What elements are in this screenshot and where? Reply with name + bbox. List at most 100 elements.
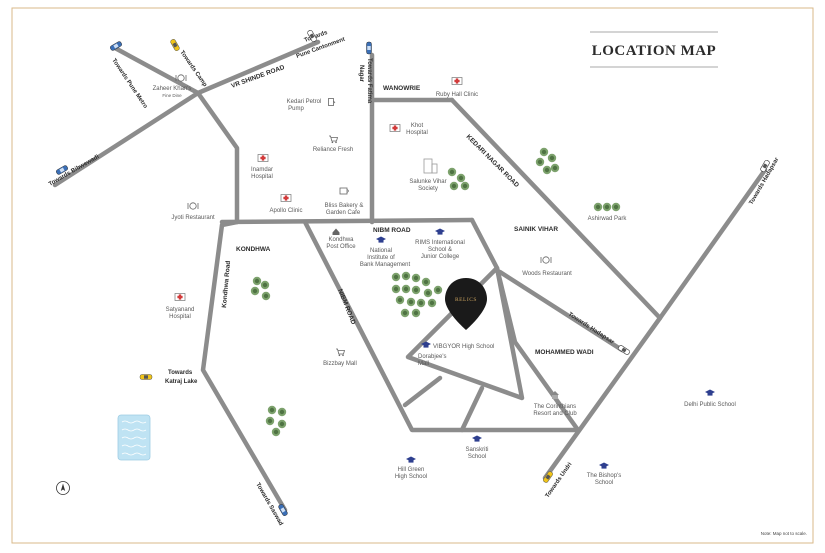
road-inner-1 bbox=[469, 217, 581, 433]
restaurant-icon bbox=[540, 256, 552, 264]
restaurant-icon bbox=[187, 202, 199, 210]
road-label-nibm-top: NIBM ROAD bbox=[373, 227, 411, 234]
school-icon bbox=[705, 389, 715, 396]
place-nibm-inst-2: Institute of bbox=[367, 255, 395, 261]
dir-katraj-1: Towards bbox=[168, 370, 193, 376]
dir-fatima-2: Nagar bbox=[358, 65, 364, 83]
road-nibm-diag bbox=[302, 219, 581, 433]
area-kondhwa: KONDHWA bbox=[236, 246, 271, 253]
road-inner-4 bbox=[459, 385, 485, 433]
place-bliss-2: Garden Cafe bbox=[326, 210, 361, 216]
place-salunke-1: Salunke Vihar bbox=[409, 179, 446, 185]
place-corinthians-2: Resort and Club bbox=[533, 411, 577, 417]
school-icon bbox=[435, 228, 445, 235]
place-ruby-hall: Ruby Hall Clinic bbox=[436, 92, 478, 98]
building-icon bbox=[423, 158, 438, 174]
place-bizzbay: Bizzbay Mall bbox=[323, 361, 357, 367]
road-inner-3 bbox=[402, 375, 443, 408]
area-wanowrie: WANOWRIE bbox=[383, 85, 421, 92]
place-dps: Delhi Public School bbox=[684, 402, 736, 408]
tree-cluster bbox=[593, 202, 621, 212]
place-bishops-2: School bbox=[595, 480, 613, 486]
place-jyoti: Jyoti Restaurant bbox=[171, 215, 215, 221]
place-satyanand-2: Hospital bbox=[169, 314, 191, 320]
place-vibgyor: VIBGYOR High School bbox=[433, 344, 494, 350]
map-border bbox=[11, 7, 814, 544]
car-icon bbox=[169, 38, 181, 52]
place-reliance-fresh: Reliance Fresh bbox=[313, 147, 353, 153]
school-icon bbox=[406, 456, 416, 463]
resort-icon bbox=[551, 391, 559, 399]
place-inamdar-2: Hospital bbox=[251, 174, 273, 180]
place-ashirwad: Ashirwad Park bbox=[588, 216, 628, 222]
cart-icon bbox=[335, 348, 345, 357]
place-satyanand-1: Satyanand bbox=[166, 307, 195, 313]
scale-note: Note: Map not to scale. bbox=[761, 531, 807, 536]
road-label-kondhwa: Kondhwa Road bbox=[221, 260, 232, 308]
title-block: Location Map bbox=[590, 31, 718, 68]
cafe-icon bbox=[339, 187, 349, 195]
road-label-nibm-diag: NIBM ROAD bbox=[336, 288, 357, 326]
project-location-marker[interactable]: RELICS bbox=[445, 278, 487, 330]
place-hill-green-2: High School bbox=[395, 474, 427, 480]
hospital-icon bbox=[257, 154, 269, 162]
place-kedari-petrol-2: Pump bbox=[288, 106, 304, 112]
road-nibm-top bbox=[219, 217, 475, 225]
school-icon bbox=[376, 236, 386, 243]
place-apollo: Apollo Clinic bbox=[269, 208, 302, 214]
hospital-icon bbox=[389, 124, 401, 132]
north-arrow-icon bbox=[56, 481, 70, 495]
place-bliss-1: Bliss Bakery & bbox=[325, 203, 364, 209]
hospital-icon bbox=[174, 293, 186, 301]
road-pune-metro bbox=[112, 45, 201, 96]
car-icon bbox=[139, 374, 153, 380]
dir-fatima-1: Towards Fatima bbox=[366, 58, 372, 104]
tree-cluster bbox=[535, 147, 560, 175]
road-hadapsar-top bbox=[657, 167, 768, 321]
project-logo-text: RELICS bbox=[455, 297, 477, 303]
place-inamdar-1: Inamdar bbox=[251, 167, 273, 173]
place-zaheer-1: Zaheer Khan's bbox=[153, 86, 192, 92]
dir-hadapsar-mid: Towards Hadapsar bbox=[567, 312, 615, 346]
road-hadapsar-mid bbox=[497, 269, 625, 353]
car-icon bbox=[617, 344, 631, 356]
road-network bbox=[52, 39, 768, 513]
road-hadapsar-diag bbox=[542, 315, 663, 481]
place-khot-1: Khot bbox=[411, 123, 424, 129]
place-zaheer-2: Fine Dine bbox=[162, 93, 182, 98]
school-icon bbox=[472, 435, 482, 442]
car-icon bbox=[366, 41, 372, 55]
tree-cluster bbox=[447, 167, 470, 191]
tree-cluster bbox=[391, 271, 443, 318]
area-sainik-vihar: SAINIK VIHAR bbox=[514, 226, 558, 233]
place-rims-2: School & bbox=[428, 247, 452, 253]
road-kedari-nagar bbox=[449, 97, 663, 321]
place-woods: Woods Restaurant bbox=[522, 271, 572, 277]
place-corinthians-1: The Corinthians bbox=[534, 404, 576, 410]
place-nibm-inst-1: National bbox=[370, 248, 392, 254]
map-title: Location Map bbox=[592, 43, 716, 59]
hospital-icon bbox=[451, 77, 463, 85]
dir-bibwewadi: Towards Bibwewadi bbox=[48, 154, 101, 188]
place-kondhwa-po-2: Post Office bbox=[326, 244, 356, 250]
post-office-icon bbox=[332, 228, 340, 235]
dir-katraj-2: Katraj Lake bbox=[165, 379, 198, 385]
tree-cluster bbox=[250, 276, 271, 301]
place-kondhwa-po-1: Kondhwa bbox=[328, 237, 354, 243]
tree-cluster bbox=[265, 405, 287, 437]
place-khot-2: Hospital bbox=[406, 130, 428, 136]
road-camp-to-inamdar bbox=[195, 90, 240, 225]
fuel-icon bbox=[328, 98, 336, 106]
place-rims-3: Junior College bbox=[421, 254, 460, 260]
road-kondhwa-main bbox=[200, 219, 288, 513]
place-bishops-1: The Bishop's bbox=[587, 473, 622, 479]
place-dorabjee-1: Dorabjee's bbox=[418, 354, 447, 360]
place-sanskriti-2: School bbox=[468, 454, 486, 460]
dir-pune-metro: Towards Pune Metro bbox=[110, 58, 148, 110]
cart-icon bbox=[328, 135, 338, 144]
place-sanskriti-1: Sanskriti bbox=[465, 447, 488, 453]
place-salunke-2: Society bbox=[418, 186, 438, 192]
place-rims-1: RIMS International bbox=[415, 240, 465, 246]
